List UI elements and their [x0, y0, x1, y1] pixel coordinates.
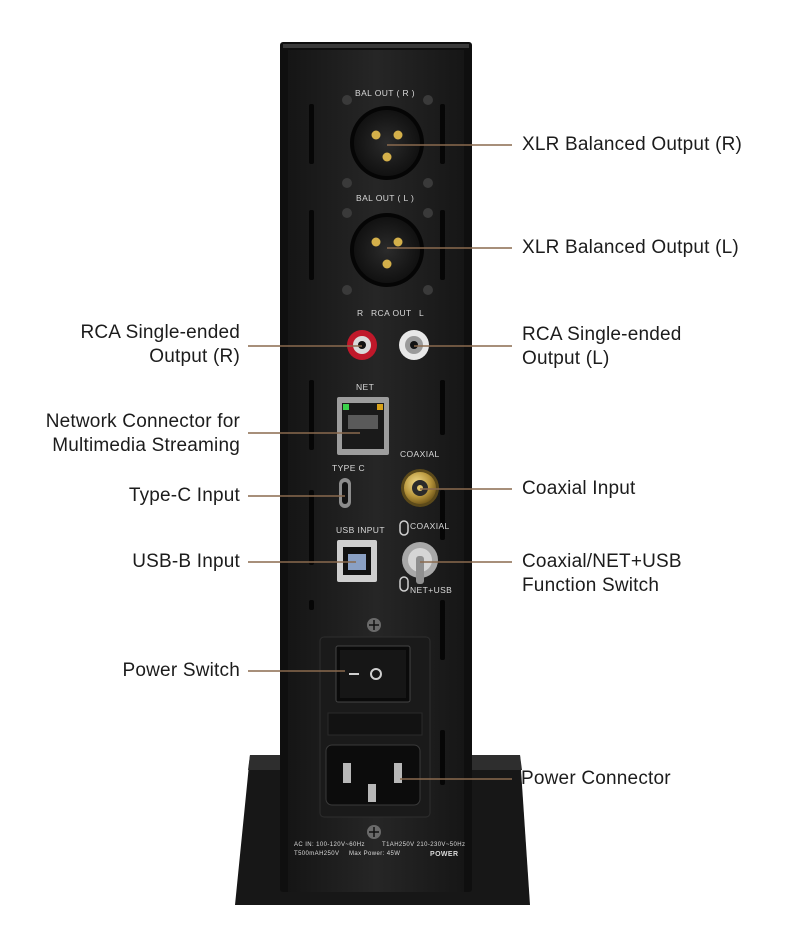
callout-power-switch: Power Switch: [123, 659, 241, 683]
rca-jack-right: [347, 330, 377, 360]
callout-coaxial: Coaxial Input: [522, 477, 636, 501]
callout-net-line2: Multimedia Streaming: [52, 435, 240, 456]
callout-rca-r-line1: RCA Single-ended: [80, 322, 240, 343]
label-coaxial: COAXIAL: [400, 449, 440, 459]
callout-switch-line1: Coaxial/NET+USB: [522, 551, 682, 572]
label-ac-line2: T500mAH250V: [294, 851, 340, 857]
label-bal-out-l: BAL OUT ( L ): [356, 193, 415, 203]
coaxial-connector: [401, 469, 439, 507]
screw-top: [367, 618, 381, 632]
label-fuse-line1: T1AH250V 210-230V~50Hz: [382, 842, 466, 848]
screw-bottom: [367, 825, 381, 839]
callout-power-connector-text: Power Connector: [521, 768, 671, 789]
callout-power-connector: Power Connector: [521, 767, 671, 791]
rca-jack-left: [399, 330, 429, 360]
callout-xlr-r: XLR Balanced Output (R): [522, 133, 742, 157]
label-power: POWER: [430, 851, 459, 858]
callout-typec: Type-C Input: [129, 484, 240, 508]
function-toggle-switch: [399, 520, 438, 592]
label-rca-r: R: [357, 308, 364, 318]
power-module: [319, 636, 431, 818]
label-ac-line1: AC IN: 100-120V~60Hz: [294, 842, 365, 848]
callout-switch-line2: Function Switch: [522, 575, 660, 596]
ethernet-port: [337, 397, 389, 455]
label-rca-out: RCA OUT: [371, 308, 412, 318]
usb-b-port: [337, 540, 377, 582]
callout-xlr-l-text: XLR Balanced Output (L): [522, 237, 739, 258]
callout-typec-text: Type-C Input: [128, 485, 240, 506]
label-switch-netusb: NET+USB: [410, 585, 453, 595]
callout-xlr-l: XLR Balanced Output (L): [522, 236, 739, 260]
callout-rca-l-line1: RCA Single-ended: [522, 324, 682, 345]
callout-rca-l: RCA Single-ended Output (L): [522, 323, 682, 371]
callout-power-switch-text: Power Switch: [122, 660, 240, 681]
callout-rca-l-line2: Output (L): [522, 348, 610, 369]
leader-lines: [248, 144, 512, 780]
type-c-port: [339, 478, 351, 508]
callout-coaxial-text: Coaxial Input: [522, 478, 636, 499]
callout-switch: Coaxial/NET+USB Function Switch: [522, 550, 682, 598]
callout-net: Network Connector for Multimedia Streami…: [46, 410, 240, 458]
label-rca-l: L: [419, 308, 425, 318]
label-max-power: Max Power: 45W: [349, 851, 401, 857]
callout-usbb-text: USB-B Input: [132, 551, 240, 572]
label-bal-out-r: BAL OUT ( R ): [355, 88, 415, 98]
callout-net-line1: Network Connector for: [45, 411, 240, 432]
callout-xlr-r-text: XLR Balanced Output (R): [522, 134, 743, 155]
xlr-connector-left: [342, 208, 433, 295]
label-net: NET: [356, 382, 375, 392]
callout-rca-r: RCA Single-ended Output (R): [80, 321, 240, 369]
callout-usbb: USB-B Input: [132, 550, 240, 574]
label-switch-coaxial: COAXIAL: [410, 521, 450, 531]
label-usb-input: USB INPUT: [336, 525, 385, 535]
label-type-c: TYPE C: [332, 463, 366, 473]
callout-rca-r-line2: Output (R): [149, 346, 240, 367]
xlr-connector-right: [342, 95, 433, 188]
